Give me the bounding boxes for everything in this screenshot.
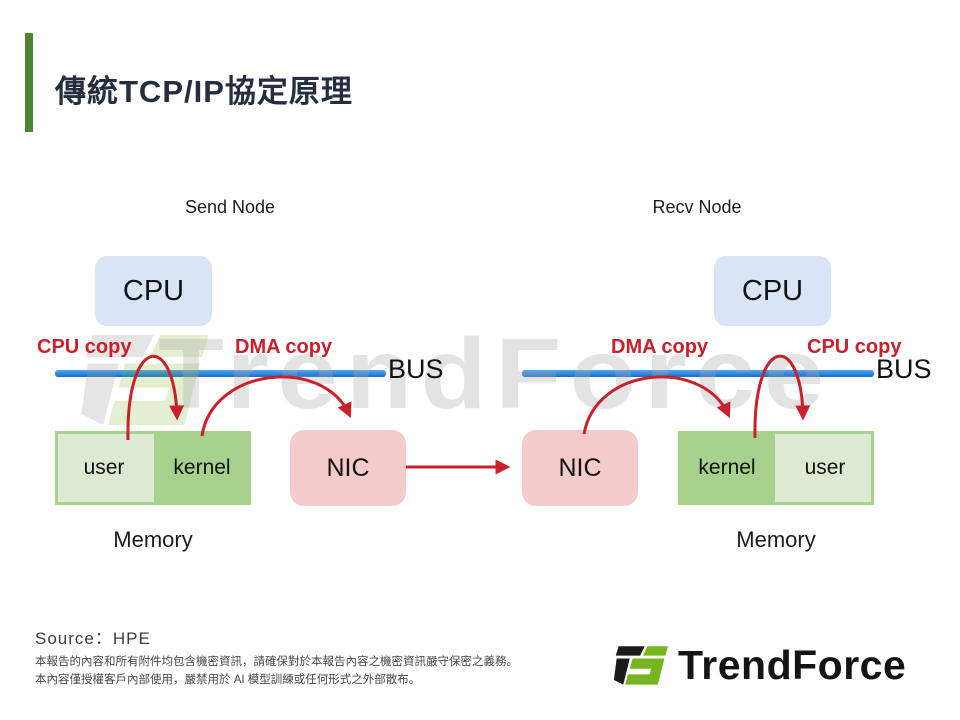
send-node-title: Send Node: [184, 197, 276, 217]
send-memory-box: user kernel: [55, 431, 251, 505]
recv-user-label: user: [804, 456, 846, 479]
send-cpu-box: CPU: [95, 256, 212, 326]
disclaimer-line-2: 本內容僅授權客戶內部使用，嚴禁用於 AI 模型訓練或任何形式之外部散布。: [35, 674, 421, 686]
recv-dma-copy-label: DMA copy: [611, 336, 709, 358]
trendforce-logo-text: TrendForce: [678, 641, 907, 688]
send-dma-copy-label: DMA copy: [235, 336, 333, 358]
send-cpu-copy-arrow: [126, 354, 185, 441]
send-memory-caption: Memory: [113, 527, 193, 552]
send-nic-box: NIC: [290, 430, 406, 506]
send-bus-line: [55, 370, 386, 377]
recv-memory-caption: Memory: [736, 527, 816, 552]
trendforce-logo: TrendForce: [612, 640, 906, 690]
title-accent-bar: [25, 33, 33, 132]
recv-bus-line: [522, 370, 874, 377]
page-title: 傳統TCP/IP協定原理: [55, 74, 353, 109]
recv-bus-label: BUS: [876, 354, 932, 384]
send-user-label: user: [83, 456, 125, 479]
send-cpu-copy-label: CPU copy: [37, 336, 132, 358]
recv-kernel-label: kernel: [698, 456, 756, 479]
recv-dma-copy-arrow: [582, 375, 731, 435]
recv-cpu-box: CPU: [714, 256, 831, 326]
send-kernel-label: kernel: [173, 456, 231, 479]
send-dma-copy-arrow: [200, 375, 352, 437]
recv-user-region: [775, 434, 871, 502]
source-label: Source：HPE: [35, 629, 151, 648]
send-user-region: [58, 434, 154, 502]
disclaimer-line-1: 本報告的內容和所有附件均包含機密資訊，請確保對於本報告內容之機密資訊嚴守保密之義…: [35, 656, 518, 668]
recv-nic-box: NIC: [522, 430, 638, 506]
recv-memory-box: kernel user: [678, 431, 874, 505]
recv-cpu-copy-arrow: [753, 354, 811, 439]
recv-cpu-copy-label: CPU copy: [807, 336, 902, 358]
send-bus-label: BUS: [388, 354, 444, 384]
recv-node-title: Recv Node: [652, 197, 742, 217]
trendforce-logo-icon: [613, 646, 669, 685]
